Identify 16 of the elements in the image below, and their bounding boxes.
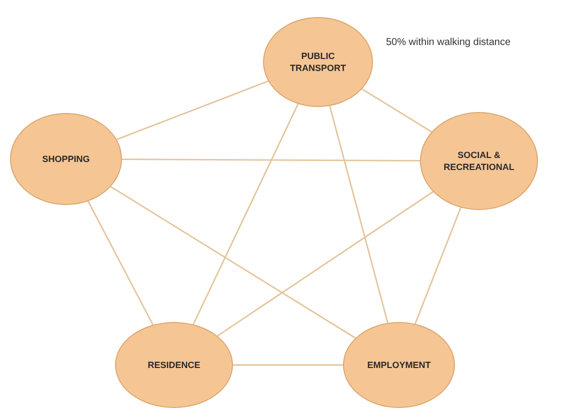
node-label: SOCIAL & RECREATIONAL — [442, 148, 516, 174]
connector-line — [116, 80, 268, 140]
node-label: EMPLOYMENT — [366, 358, 432, 372]
connector-line — [88, 200, 154, 326]
connector-line — [362, 88, 432, 132]
connector-line — [192, 104, 299, 325]
node-label: RESIDENCE — [146, 358, 202, 372]
connector-line — [122, 158, 420, 162]
note-text: 50% within walking distance — [386, 37, 511, 48]
connector-line — [414, 207, 462, 324]
node-label: SHOPPING — [41, 152, 91, 166]
connector-line — [329, 106, 388, 324]
node-label: PUBLIC TRANSPORT — [289, 50, 347, 74]
connector-line — [233, 364, 343, 366]
connector-line — [217, 191, 434, 336]
connector-line — [110, 186, 356, 339]
